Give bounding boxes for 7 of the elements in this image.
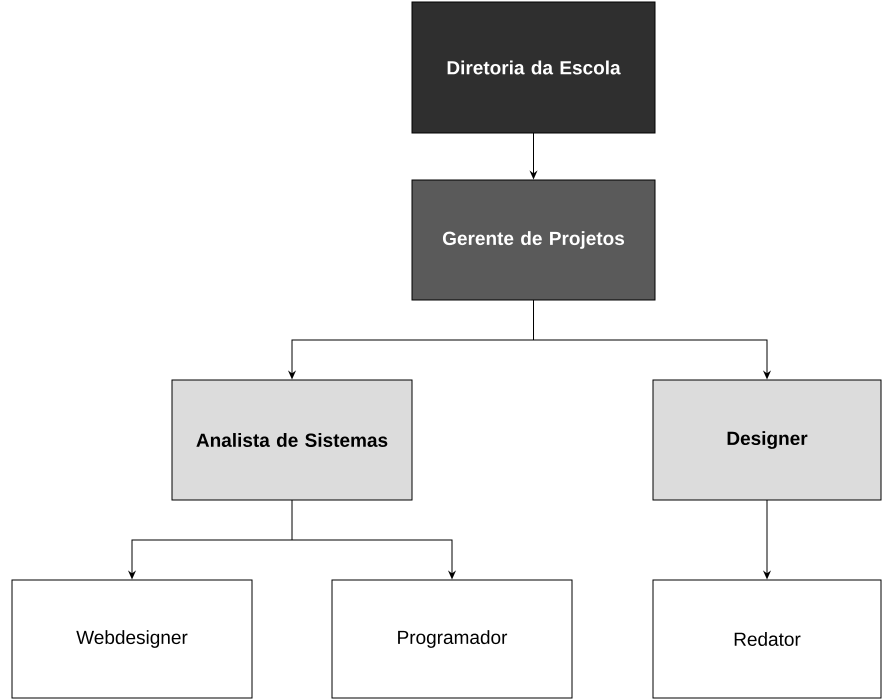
director-box: Diretoria da Escola bbox=[412, 2, 656, 134]
role-box: Redator bbox=[652, 580, 882, 698]
role-box: Webdesigner bbox=[12, 580, 252, 698]
manager-box: Gerente de Projetos bbox=[412, 180, 656, 300]
role-box: Designer bbox=[652, 380, 882, 500]
role-box: Programador bbox=[332, 580, 572, 698]
role-box: Analista de Sistemas bbox=[172, 380, 412, 500]
